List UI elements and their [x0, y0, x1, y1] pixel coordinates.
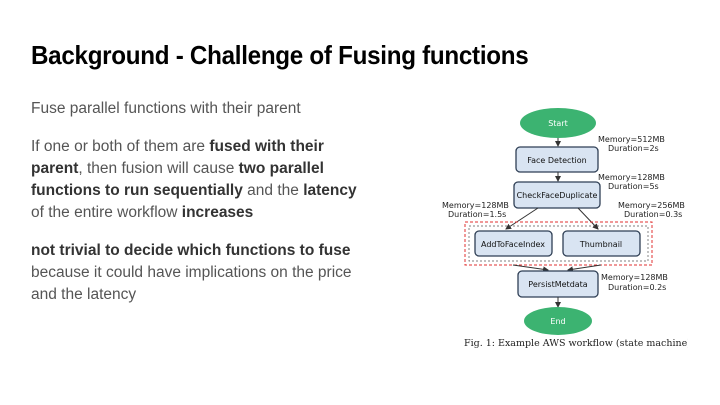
thumbnail-label: Thumbnail: [579, 240, 622, 249]
face-detection-node: [515, 146, 599, 173]
persist-metdata-duration: Duration=0.2s: [608, 283, 666, 292]
start-node: [520, 108, 596, 138]
paragraph-3-run-2: because it could have implications on th…: [31, 264, 352, 303]
slide-body: Fuse parallel functions with their paren…: [31, 98, 371, 322]
workflow-figure: Start Face Detection Memory=512MB Durati…: [438, 104, 688, 356]
paragraph-2-run-2: fused with their parent: [31, 138, 324, 177]
fusion-highlight-inner: [468, 225, 649, 262]
thumbnail-memory: Memory=256MB: [618, 201, 685, 210]
face-detection-label: Face Detection: [527, 156, 587, 165]
add-to-face-index-memory: Memory=128MB: [442, 201, 509, 210]
slide-title: Background - Challenge of Fusing functio…: [31, 40, 529, 70]
check-face-duplicate-memory: Memory=128MB: [598, 173, 665, 182]
paragraph-2-run-4: two parallel functions to run sequential…: [31, 160, 324, 199]
paragraph-3: not trivial to decide which functions to…: [31, 240, 371, 306]
end-node: [524, 307, 592, 335]
face-detection-duration: Duration=2s: [608, 144, 659, 153]
face-detection-memory: Memory=512MB: [598, 135, 665, 144]
figure-caption: Fig. 1: Example AWS workflow (state mach…: [464, 338, 688, 349]
paragraph-2-run-8: increases: [181, 204, 254, 221]
workflow-diagram: Start Face Detection Memory=512MB Durati…: [442, 108, 688, 349]
edge-thumbnail-persist: [567, 264, 602, 273]
paragraph-1-run-1: Fuse parallel functions with their paren…: [31, 100, 301, 117]
check-face-duplicate-label: CheckFaceDuplicate: [517, 191, 598, 200]
edge-check-thumbnail: [577, 207, 599, 230]
check-face-duplicate-duration: Duration=5s: [608, 182, 659, 191]
check-face-duplicate-node: [513, 181, 601, 209]
paragraph-2-run-7: of the entire workflow: [31, 204, 182, 221]
paragraph-2-run-6: latency: [303, 182, 357, 199]
thumbnail-duration: Duration=0.3s: [624, 210, 682, 219]
paragraph-2-run-5: and the: [242, 182, 304, 199]
edge-addtoface-persist: [512, 264, 549, 273]
paragraph-2: If one or both of them are fused with th…: [31, 136, 371, 224]
end-label: End: [550, 317, 565, 326]
add-to-face-index-label: AddToFaceIndex: [481, 240, 545, 249]
thumbnail-node: [562, 230, 641, 257]
add-to-face-index-node: [474, 230, 553, 257]
persist-metdata-label: PersistMetdata: [528, 280, 588, 289]
persist-metdata-memory: Memory=128MB: [601, 273, 668, 282]
paragraph-3-run-1: not trivial to decide which functions to…: [31, 242, 351, 259]
add-to-face-index-duration: Duration=1.5s: [448, 210, 506, 219]
paragraph-2-run-3: , then fusion will cause: [78, 160, 239, 177]
edge-check-addtoface: [505, 207, 539, 230]
paragraph-1: Fuse parallel functions with their paren…: [31, 98, 371, 120]
start-label: Start: [548, 119, 568, 128]
paragraph-2-run-1: If one or both of them are: [31, 138, 210, 155]
